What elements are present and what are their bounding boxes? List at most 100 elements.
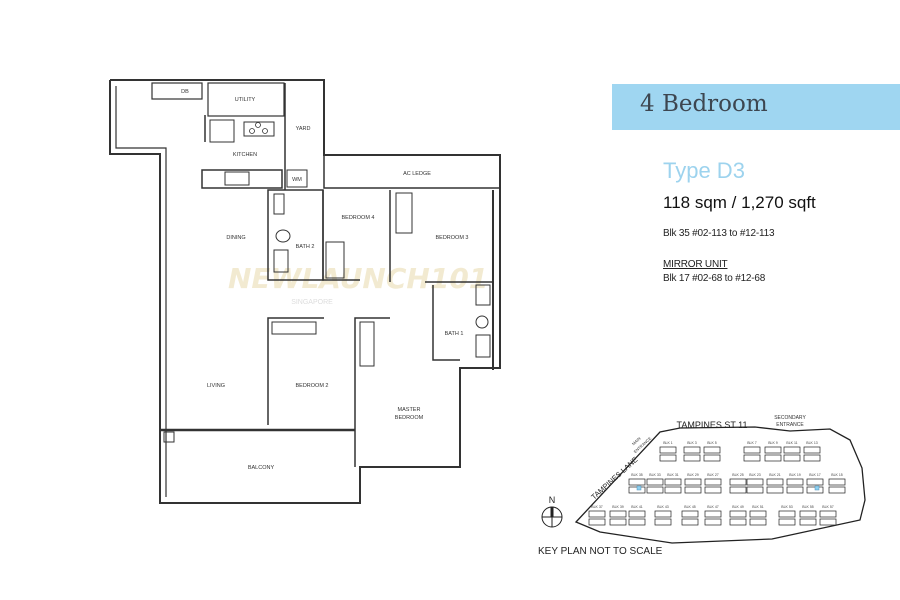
label-utility: UTILITY — [235, 97, 256, 103]
block-label: BLK 45 — [684, 505, 696, 509]
block-label: BLK 29 — [687, 473, 699, 477]
block-label: BLK 57 — [822, 505, 834, 509]
block-label: BLK 21 — [769, 473, 781, 477]
block-building — [806, 478, 824, 486]
block-building — [588, 510, 606, 518]
block-building — [681, 518, 699, 526]
block-building — [683, 454, 701, 462]
block-building — [609, 518, 627, 526]
watermark: NEWLAUNCH101 SINGAPORE — [228, 262, 488, 306]
block-building — [778, 518, 796, 526]
key-plan: TAMPINES ST 11 TAMPINES LANE MAIN ENTRAN… — [541, 415, 866, 544]
block-label: BLK 31 — [667, 473, 679, 477]
block-building — [729, 486, 747, 494]
block-building — [659, 454, 677, 462]
unit-area: 118 sqm / 1,270 sqft — [663, 193, 816, 212]
block-building — [786, 486, 804, 494]
label-db: DB — [181, 89, 189, 95]
block-label: BLK 33 — [649, 473, 661, 477]
block-building — [659, 446, 677, 454]
label-bedroom2: BEDROOM 2 — [295, 383, 328, 389]
block-building — [819, 518, 837, 526]
wm-box — [286, 169, 308, 188]
block-label: BLK 15 — [831, 473, 843, 477]
svg-text:SINGAPORE: SINGAPORE — [291, 299, 333, 306]
block-building — [764, 454, 782, 462]
block-building — [664, 478, 682, 486]
unit-type: Type D3 — [663, 158, 745, 183]
block-building — [799, 510, 817, 518]
block-label: BLK 53 — [781, 505, 793, 509]
block-building — [628, 478, 646, 486]
highlighted-unit-marker — [814, 485, 820, 491]
block-building — [704, 518, 722, 526]
north-label: N — [549, 495, 556, 505]
label-master-2: BEDROOM — [395, 415, 424, 421]
label-bedroom4: BEDROOM 4 — [341, 215, 374, 221]
block-label: BLK 1 — [663, 441, 673, 445]
block-building — [646, 478, 664, 486]
block-label: BLK 5 — [707, 441, 717, 445]
street-top: TAMPINES ST 11 — [676, 420, 747, 430]
header-band: 4 Bedroom — [612, 84, 900, 130]
mirror-unit-numbers: Blk 17 #02-68 to #12-68 — [663, 273, 766, 284]
block-label: BLK 47 — [707, 505, 719, 509]
block-building — [628, 518, 646, 526]
block-building — [703, 454, 721, 462]
bedroom2-wall — [267, 317, 324, 425]
block-building — [746, 478, 764, 486]
block-building — [743, 446, 761, 454]
block-label: BLK 17 — [809, 473, 821, 477]
block-building — [646, 486, 664, 494]
block-building — [803, 454, 821, 462]
block-label: BLK 49 — [732, 505, 744, 509]
db-room — [151, 82, 203, 100]
label-balcony: BALCONY — [248, 465, 275, 471]
block-label: BLK 13 — [806, 441, 818, 445]
block-label: BLK 25 — [732, 473, 744, 477]
block-label: BLK 35 — [631, 473, 643, 477]
highlighted-unit-marker — [636, 485, 642, 491]
block-building — [664, 486, 682, 494]
block-label: BLK 55 — [802, 505, 814, 509]
block-building — [654, 518, 672, 526]
fridge — [209, 119, 235, 143]
north-compass-icon — [541, 506, 563, 528]
block-building — [803, 446, 821, 454]
block-building — [704, 478, 722, 486]
block-label: BLK 23 — [749, 473, 761, 477]
label-living: LIVING — [207, 383, 225, 389]
stove — [243, 121, 275, 137]
kitchen-counter — [201, 169, 283, 189]
label-kitchen: KITCHEN — [233, 152, 257, 158]
block-building — [609, 510, 627, 518]
block-building — [683, 446, 701, 454]
block-building — [749, 510, 767, 518]
site-outline — [574, 426, 866, 544]
walls — [109, 79, 501, 504]
master-wall — [354, 317, 390, 467]
block-label: BLK 19 — [789, 473, 801, 477]
block-building — [799, 518, 817, 526]
block-building — [684, 478, 702, 486]
label-yard: YARD — [296, 126, 311, 132]
ac-ledge — [323, 154, 501, 189]
secondary-entrance-2: ENTRANCE — [776, 422, 804, 428]
main-entrance-1: MAIN — [631, 436, 642, 446]
secondary-entrance-1: SECONDARY — [774, 415, 806, 421]
block-label: BLK 27 — [707, 473, 719, 477]
block-building — [749, 518, 767, 526]
block-label: BLK 11 — [786, 441, 797, 445]
block-label: BLK 7 — [747, 441, 757, 445]
utility-room — [207, 82, 285, 117]
label-dining: DINING — [226, 235, 245, 241]
block-building — [778, 510, 796, 518]
label-wm: WM — [292, 177, 302, 183]
block-label: BLK 43 — [657, 505, 669, 509]
block-building — [704, 510, 722, 518]
block-building — [766, 478, 784, 486]
block-building — [729, 510, 747, 518]
block-building — [766, 486, 784, 494]
label-bedroom3: BEDROOM 3 — [435, 235, 468, 241]
label-bath1: BATH 1 — [445, 331, 464, 337]
